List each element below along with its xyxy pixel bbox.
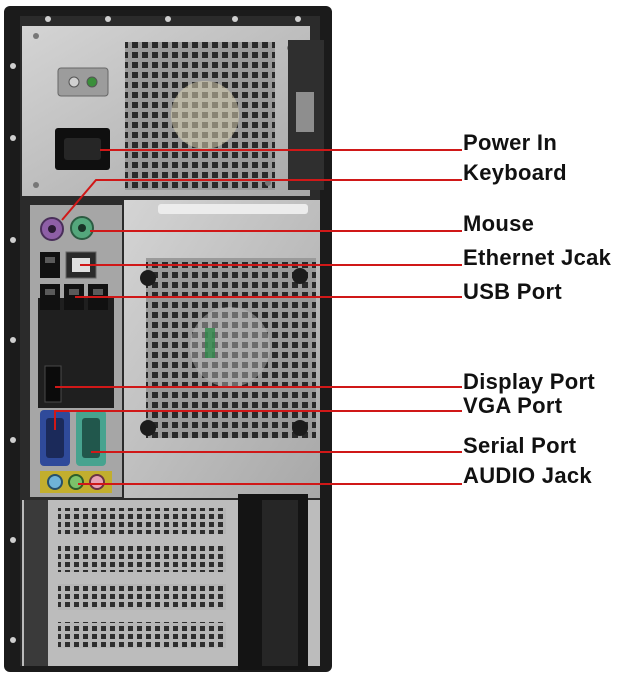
expansion-slots xyxy=(22,494,320,670)
label-power-in: Power In xyxy=(463,130,558,155)
vga-port-icon xyxy=(40,410,70,466)
label-ethernet: Ethernet Jcak xyxy=(463,245,612,270)
audio-jack-icon xyxy=(40,471,112,493)
power-socket-icon xyxy=(55,128,110,170)
label-keyboard: Keyboard xyxy=(463,160,567,185)
fan-panel xyxy=(124,200,320,498)
leader-line-vga xyxy=(54,410,462,430)
serial-port-icon xyxy=(76,410,106,466)
power-supply-panel xyxy=(22,26,324,196)
label-serial-port: Serial Port xyxy=(463,433,577,458)
ps2-keyboard-port-icon xyxy=(40,217,64,241)
label-mouse: Mouse xyxy=(463,211,535,236)
label-display-port: Display Port xyxy=(463,369,595,394)
display-port-icon xyxy=(44,365,62,403)
label-vga-port: VGA Port xyxy=(463,393,563,418)
label-audio-jack: AUDIO Jack xyxy=(463,463,592,488)
label-usb-port: USB Port xyxy=(463,279,562,304)
leader-line-keyboard xyxy=(61,179,462,221)
ps2-mouse-port-icon xyxy=(70,216,94,240)
leader-lines xyxy=(54,149,462,485)
